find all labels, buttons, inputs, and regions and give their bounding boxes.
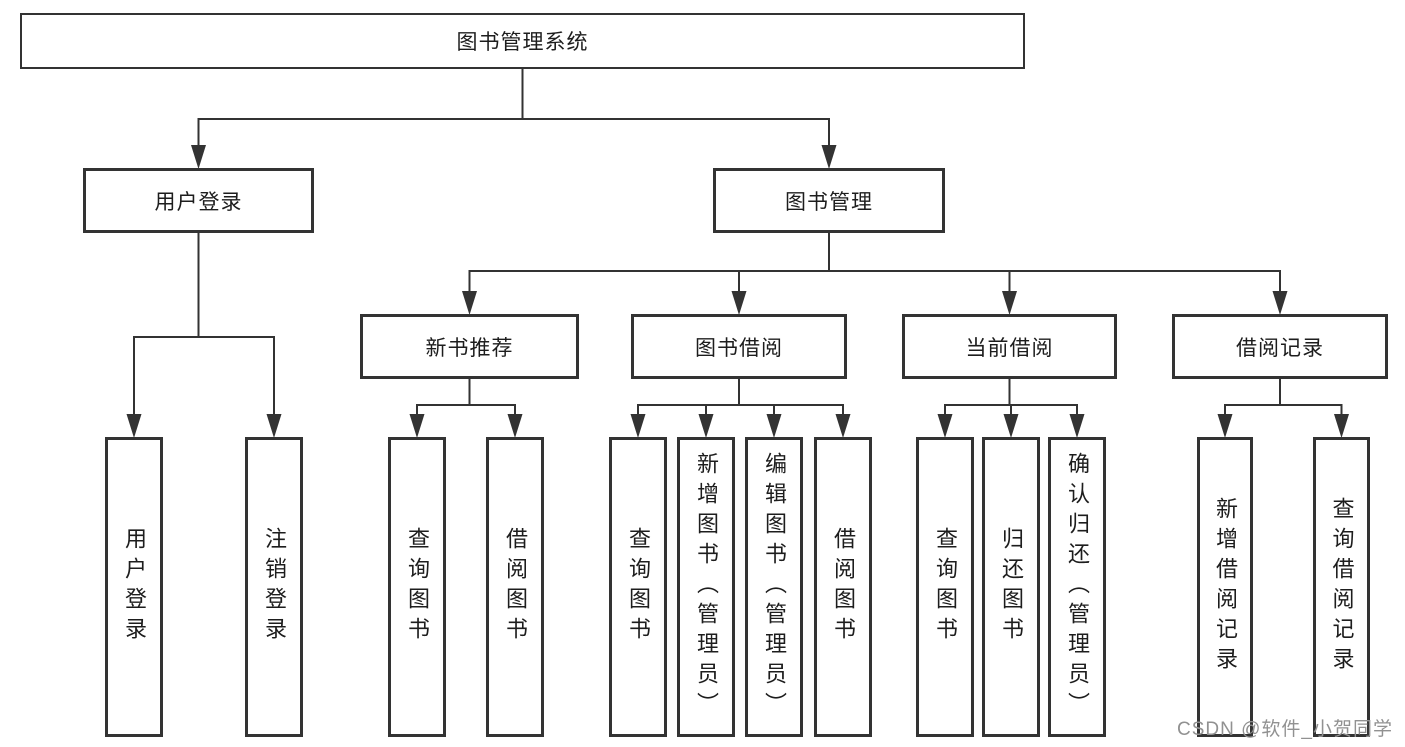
leaf-query-borrow-record: 查询借阅记录 xyxy=(1313,437,1370,737)
leaf-add-book-admin: 新增图书（管理员） xyxy=(677,437,735,737)
leaf-borrowing-query-book: 查询图书 xyxy=(609,437,667,737)
leaf-confirm-return-admin: 确认归还（管理员） xyxy=(1048,437,1106,737)
leaf-logout: 注销登录 xyxy=(245,437,303,737)
leaf-edit-book-admin: 编辑图书（管理员） xyxy=(745,437,803,737)
leaf-user-login: 用户登录 xyxy=(105,437,163,737)
node-library-management-system: 图书管理系统 xyxy=(20,13,1025,69)
node-user-login: 用户登录 xyxy=(83,168,314,233)
leaf-borrowing-borrow-book: 借阅图书 xyxy=(814,437,872,737)
leaf-current-query-book: 查询图书 xyxy=(916,437,974,737)
watermark-text: CSDN @软件_小贺同学 xyxy=(1177,719,1393,740)
node-borrowing-records: 借阅记录 xyxy=(1172,314,1388,379)
leaf-recommend-borrow-book: 借阅图书 xyxy=(486,437,544,737)
leaf-add-borrow-record: 新增借阅记录 xyxy=(1197,437,1253,737)
node-current-borrowing: 当前借阅 xyxy=(902,314,1117,379)
node-new-book-recommendation: 新书推荐 xyxy=(360,314,579,379)
node-book-management: 图书管理 xyxy=(713,168,945,233)
leaf-return-book: 归还图书 xyxy=(982,437,1040,737)
node-book-borrowing: 图书借阅 xyxy=(631,314,847,379)
leaf-recommend-query-book: 查询图书 xyxy=(388,437,446,737)
